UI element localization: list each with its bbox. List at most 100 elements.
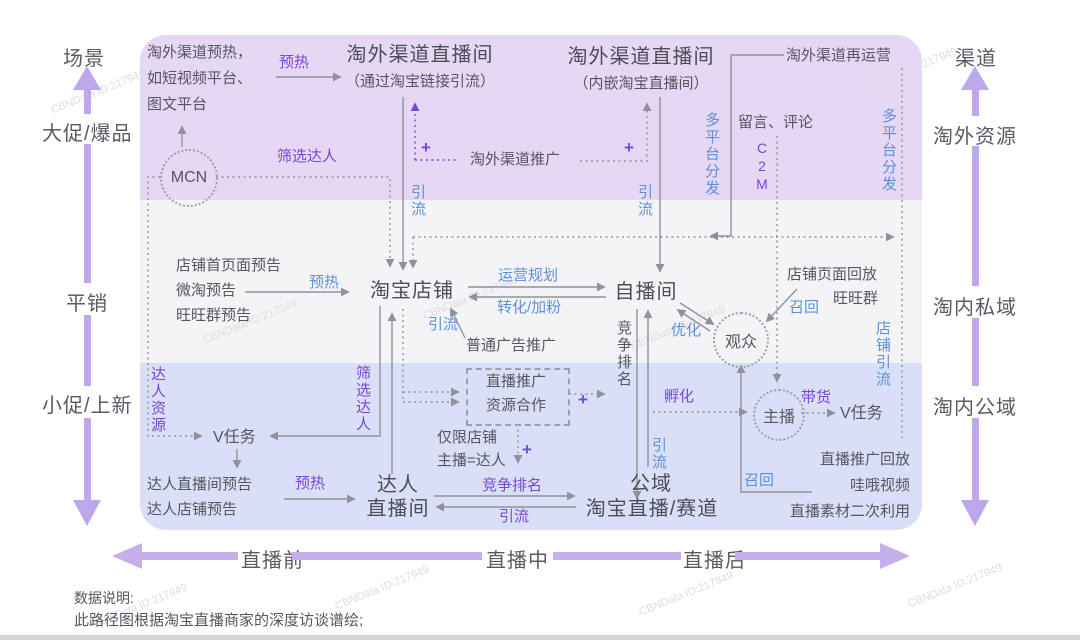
optimize-label: 优化 [671, 322, 702, 339]
right-axis-shaft [972, 146, 979, 286]
shop-preview-line1: 店铺首页面预告 [176, 257, 282, 274]
vtask-right-label: V任务 [840, 405, 883, 422]
yinliu-public-vertical: 引流 [650, 437, 667, 471]
operation-plan-label: 运营规划 [498, 267, 559, 284]
shop-yinliu-vertical: 店铺引流 [874, 320, 891, 388]
node-outside-room-embed-title: 淘外渠道直播间 [567, 46, 715, 68]
left-axis-label-top: 大促/爆品 [42, 123, 133, 145]
right-axis-label-bottom: 淘内公域 [933, 397, 1017, 419]
yinliu-bottom-label: 引流 [499, 508, 530, 525]
daren-resource-vertical: 达人资源 [149, 366, 166, 434]
wangwang-group-label: 旺旺群 [833, 290, 879, 307]
comments-label: 留言、评论 [738, 114, 814, 131]
mcn-node: MCN [160, 149, 218, 207]
host-label: 主播 [762, 409, 795, 426]
only-shop-line1: 仅限店铺 [437, 429, 498, 446]
left-axis-shaft [84, 90, 91, 114]
right-axis-label-top: 淘外资源 [933, 126, 1017, 148]
replay-reuse-line1: 直播推广回放 [819, 451, 910, 468]
left-axis-arrow-up-icon [73, 66, 101, 90]
vtask-left-label: V任务 [213, 429, 256, 446]
live-promo-box [466, 368, 570, 426]
left-axis-shaft [84, 418, 91, 500]
node-public-domain-subtitle: 淘宝直播/赛道 [585, 498, 719, 520]
left-axis-shaft [84, 315, 91, 386]
audience-label: 观众 [724, 334, 757, 351]
select-daren-label-top: 筛选达人 [277, 148, 338, 165]
host-node: 主播 [753, 389, 805, 441]
daren-preview-line2: 达人店铺预告 [147, 501, 238, 518]
replay-reuse-line2: 哇哦视频 [849, 477, 910, 494]
bottom-axis-shaft [553, 552, 681, 560]
node-outside-room-embed-subtitle: （内嵌淘宝直播间） [573, 75, 709, 92]
select-daren-vertical: 筛选达人 [354, 365, 371, 433]
live-promo-box-line2: 资源合作 [485, 397, 547, 414]
right-axis-title: 渠道 [955, 48, 997, 70]
bottom-axis-arrow-left-icon [112, 543, 142, 569]
right-axis-shaft [972, 90, 979, 116]
incubate-label: 孵化 [664, 388, 695, 405]
outside-preheat-source-line3: 图文平台 [147, 96, 208, 113]
live-promo-box-line1: 直播推广 [485, 373, 547, 390]
left-axis-shaft [84, 144, 91, 283]
preheat-label-top: 预热 [279, 54, 310, 71]
outside-preheat-source-line1: 淘外渠道预热， [147, 44, 253, 61]
right-axis-shaft [972, 418, 979, 500]
shop-preview-line3: 旺旺群预告 [176, 307, 252, 324]
left-axis-arrow-down-icon [73, 500, 101, 526]
yinliu-right-vertical: 引流 [636, 184, 653, 218]
replay-reuse-line3: 直播素材二次利用 [789, 503, 910, 520]
right-axis-arrow-down-icon [961, 500, 989, 526]
bottom-axis-shaft [142, 552, 238, 560]
outside-preheat-source-line2: 如短视频平台、 [147, 70, 253, 87]
band-outside-taobao [140, 35, 922, 200]
convert-fans-label: 转化/加粉 [497, 299, 562, 316]
node-public-domain-title: 公域 [630, 473, 672, 495]
shop-page-replay-label: 店铺页面回放 [787, 266, 878, 283]
shop-preview-line2: 微淘预告 [176, 282, 237, 299]
right-axis-shaft [972, 318, 979, 386]
bottom-axis-label-post: 直播后 [683, 550, 746, 572]
left-axis-label-bottom: 小促/上新 [42, 395, 133, 417]
diagram-band-container [140, 35, 922, 530]
bottom-axis-arrow-right-icon [880, 543, 910, 569]
plus-sign: + [624, 138, 634, 157]
plus-sign: + [522, 440, 532, 459]
daren-preview-line1: 达人直播间预告 [147, 476, 253, 493]
right-axis-arrow-up-icon [961, 66, 989, 90]
plus-sign: + [421, 138, 431, 157]
footnote-title: 数据说明: [74, 590, 134, 606]
band-private-domain [140, 200, 922, 363]
only-shop-line2: 主播=达人 [437, 452, 506, 469]
yinliu-ad-label: 引流 [428, 316, 459, 333]
left-axis-label-middle: 平销 [66, 293, 108, 315]
competition-rank-vertical: 竞争排名 [615, 320, 632, 388]
bottom-axis-shaft [735, 552, 880, 560]
ordinary-ad-label: 普通广告推广 [466, 337, 557, 354]
outside-reoperate-label: 淘外渠道再运营 [786, 47, 892, 64]
yinliu-left-vertical: 引流 [409, 184, 426, 218]
preheat-label-bottom: 预热 [295, 475, 326, 492]
multi-platform-left-label: 多平台分发 [703, 112, 720, 197]
band-public-domain [140, 363, 922, 530]
bottom-axis-label-mid: 直播中 [486, 550, 549, 572]
multi-platform-right-label: 多平台分发 [880, 108, 897, 193]
node-daren-room-line1: 达人 [377, 474, 419, 496]
node-self-broadcast-room: 自播间 [614, 281, 678, 303]
right-axis-label-middle: 淘内私域 [933, 297, 1017, 319]
node-daren-room-line2: 直播间 [366, 498, 430, 520]
node-outside-room-link-subtitle: （通过淘宝链接引流） [344, 73, 496, 90]
node-outside-room-link-title: 淘外渠道直播间 [346, 44, 494, 66]
daihuo-label: 带货 [801, 389, 832, 406]
c2m-label: C2M [754, 140, 770, 194]
mcn-label: MCN [170, 169, 208, 186]
bottom-axis-label-pre: 直播前 [241, 550, 304, 572]
footnote-body: 此路径图根据淘宝直播商家的深度访谈谱绘; [74, 612, 364, 629]
plus-sign: + [578, 390, 588, 409]
outside-promo-label: 淘外渠道推广 [470, 151, 561, 168]
recall-top-label: 召回 [789, 299, 820, 316]
recall-bottom-label: 召回 [744, 472, 775, 489]
left-axis-title: 场景 [63, 48, 105, 70]
